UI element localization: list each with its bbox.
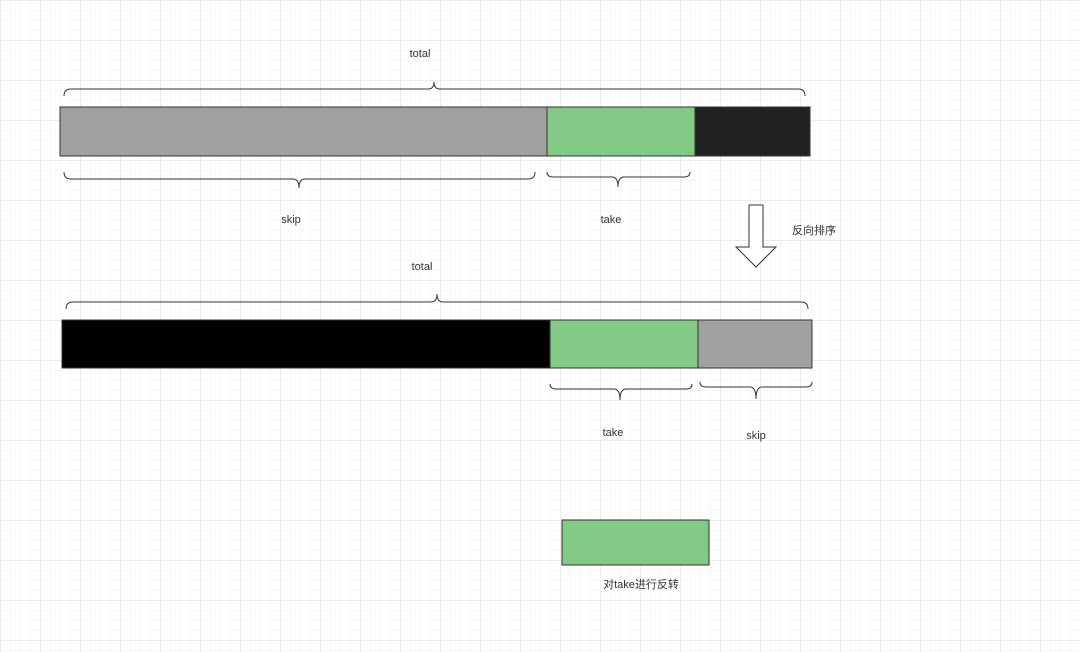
bottom-take-brace: [549, 383, 693, 401]
top-skip-brace: [63, 171, 536, 189]
reverse-take-label: 对take进行反转: [603, 577, 679, 591]
top-take-brace: [546, 171, 691, 188]
bottom-total-brace: [65, 293, 809, 310]
bottom-take-segment: [549, 319, 699, 369]
top-take-segment: [546, 106, 696, 157]
top-skip-segment: [59, 106, 548, 157]
top-skip-label: skip: [281, 214, 301, 226]
reverse-sort-label: 反向排序: [792, 223, 836, 237]
bottom-skip-label: skip: [746, 430, 766, 442]
bottom-total-label: total: [412, 261, 433, 273]
reversed-take-block: [561, 519, 710, 566]
arrow-down-icon: [734, 204, 778, 268]
top-total-brace: [63, 81, 806, 97]
bottom-take-label: take: [603, 427, 624, 439]
bottom-skip-segment: [697, 319, 813, 369]
top-remainder-segment: [694, 106, 811, 157]
bottom-skip-brace: [699, 381, 813, 400]
bottom-remainder-segment: [61, 319, 551, 369]
top-take-label: take: [601, 214, 622, 226]
top-total-label: total: [410, 48, 431, 60]
